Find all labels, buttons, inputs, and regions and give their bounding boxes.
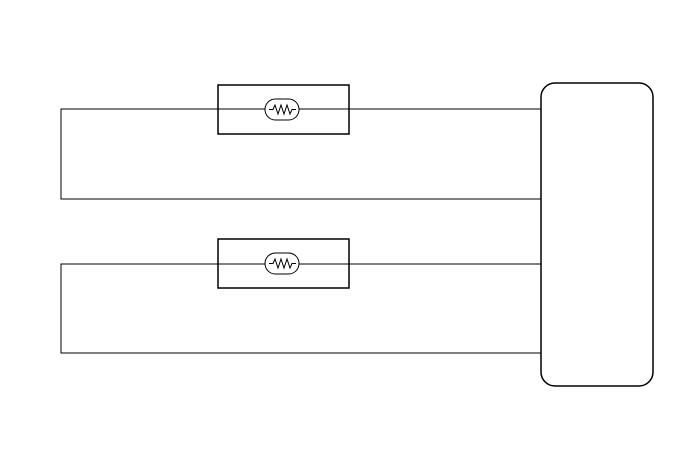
- upper-resistor-zigzag: [269, 103, 296, 116]
- upper-circuit-loop: [60, 84, 541, 200]
- resistor-icon: [264, 98, 300, 121]
- lower-resistor-housing: [217, 238, 350, 289]
- device-block: [540, 82, 654, 387]
- lower-resistor-zigzag: [269, 257, 296, 270]
- lower-loop-wire: [60, 263, 541, 354]
- resistor-icon: [264, 252, 300, 275]
- lower-circuit-loop: [60, 238, 541, 354]
- upper-resistor-housing: [217, 84, 350, 135]
- upper-loop-wire: [60, 108, 541, 200]
